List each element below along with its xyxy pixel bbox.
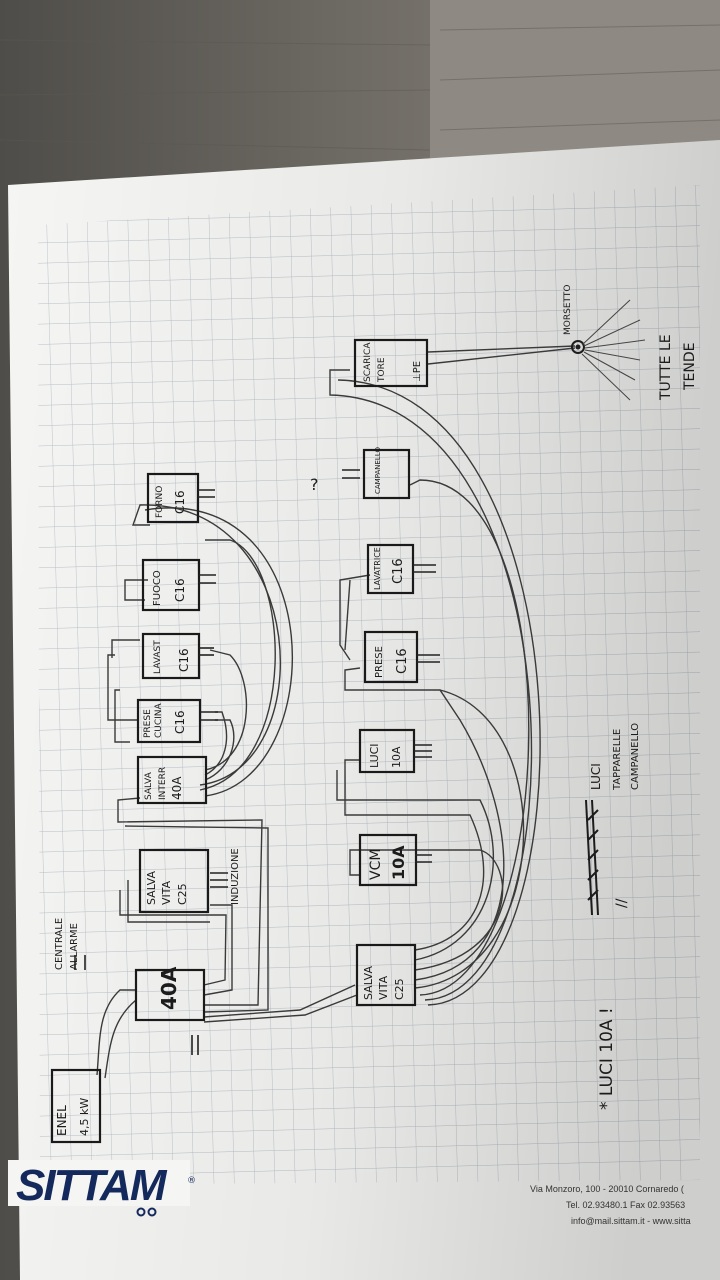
- shutter-switch-label-1: SCARICA: [363, 342, 373, 382]
- kitchen-rcd-label-2: INTERR: [158, 767, 168, 800]
- meter-label-1: ENEL: [55, 1105, 69, 1136]
- terminal-block: [571, 299, 646, 401]
- house-breaker-lavatrice-box: [366, 543, 415, 595]
- kitchen-breaker-1-label-3: C16: [173, 710, 187, 734]
- main-breaker-box: [134, 968, 206, 1022]
- luci-breaker-label-2: 10A: [390, 746, 403, 768]
- kitchen-rcd-box: [136, 755, 208, 805]
- ditto-mark: //: [614, 898, 630, 908]
- house-breaker-campanello-box: [362, 448, 411, 500]
- awnings-note-2: TENDE: [682, 343, 698, 392]
- induction-rcd-box: [138, 848, 210, 914]
- luci-legend-2: TAPPARELLE: [612, 729, 623, 791]
- footer-email: info@mail.sittam.it - www.sitta: [571, 1216, 691, 1226]
- house-rcd-label-1: SALVA: [362, 966, 375, 1000]
- house-rcd-label-3: C25: [393, 978, 406, 1000]
- shutter-switch-label-3: ⊥PE: [412, 361, 423, 382]
- kitchen-breaker-2-label-1: LAVAST: [153, 640, 163, 674]
- breaker-boxes: [50, 338, 429, 1144]
- vcm-label-2: 10A: [389, 845, 408, 880]
- induction-rcd-label-1: SALVA: [145, 871, 158, 905]
- alarm-label-2: ALLARME: [69, 923, 80, 970]
- kitchen-breaker-2-box: [141, 632, 201, 680]
- induction-label: INDUZIONE: [230, 848, 241, 905]
- paper-shadow: [8, 140, 720, 1280]
- kitchen-breaker-1-box: [136, 698, 202, 744]
- kitchen-breaker-3-label-2: C16: [173, 578, 187, 602]
- kitchen-breaker-1-label-1: PRESE: [143, 709, 153, 738]
- shutter-switch-box: [353, 338, 429, 388]
- induction-rcd-label-3: C25: [176, 883, 189, 905]
- awnings-note-1: TUTTE LE: [658, 334, 674, 401]
- kitchen-breaker-3-label-1: FUOCO: [152, 570, 163, 606]
- lavatrice-breaker-label-2: C16: [391, 558, 406, 584]
- alarm-label-1: CENTRALE: [54, 918, 65, 970]
- luci-legend-3: CAMPANELLO: [630, 723, 641, 790]
- house-breaker-prese-box: [363, 630, 419, 684]
- vcm-label-1: VCM: [368, 849, 384, 880]
- breaker-output-ticks: [74, 469, 440, 1055]
- luci-legend-1: LUCI: [589, 763, 603, 790]
- strikeout-scribble: [585, 799, 599, 916]
- induction-rcd-label-2: VITA: [160, 880, 173, 905]
- prese-breaker-label-2: C16: [395, 648, 410, 674]
- kitchen-breaker-4-box: [146, 472, 200, 524]
- kitchen-breaker-4-label-2: C16: [173, 490, 187, 514]
- house-rcd-label-2: VITA: [377, 975, 390, 1000]
- kitchen-rcd-label-1: SALVA: [144, 771, 154, 800]
- kitchen-breaker-2-label-2: C16: [177, 648, 191, 672]
- shutter-switch-label-2: TORE: [377, 357, 387, 383]
- footer-phone: Tel. 02.93480.1 Fax 02.93563: [566, 1200, 685, 1210]
- luci-breaker-label-1: LUCI: [368, 743, 381, 768]
- wiring: [96, 345, 576, 1079]
- kitchen-breaker-4-label-1: FORNO: [155, 486, 165, 518]
- house-breaker-vcm-box: [358, 833, 418, 887]
- question-mark: ?: [310, 475, 319, 494]
- meter-box: [50, 1068, 102, 1144]
- kitchen-breaker-3-box: [141, 558, 201, 612]
- main-breaker-label: 40A: [157, 966, 181, 1010]
- house-rcd-box: [355, 943, 417, 1007]
- prese-breaker-label-1: PRESE: [374, 646, 385, 678]
- logo-registered: ®: [187, 1176, 196, 1186]
- lavatrice-breaker-label-1: LAVATRICE: [373, 547, 382, 590]
- campanello-breaker-label: CAMPANELLO: [374, 447, 382, 494]
- kitchen-breaker-1-label-2: CUCINA: [154, 702, 164, 738]
- logo-text: SITTAM: [16, 1161, 168, 1210]
- footer-address: Via Monzoro, 100 - 20010 Cornaredo (: [530, 1184, 684, 1194]
- terminal-label: MORSETTO: [563, 285, 573, 335]
- kitchen-rcd-label-3: 40A: [170, 776, 184, 800]
- meter-label-2: 4,5 kW: [78, 1098, 91, 1136]
- main-note: * LUCI 10A !: [597, 1007, 617, 1110]
- brand-logo: SITTAM ®: [8, 1160, 196, 1217]
